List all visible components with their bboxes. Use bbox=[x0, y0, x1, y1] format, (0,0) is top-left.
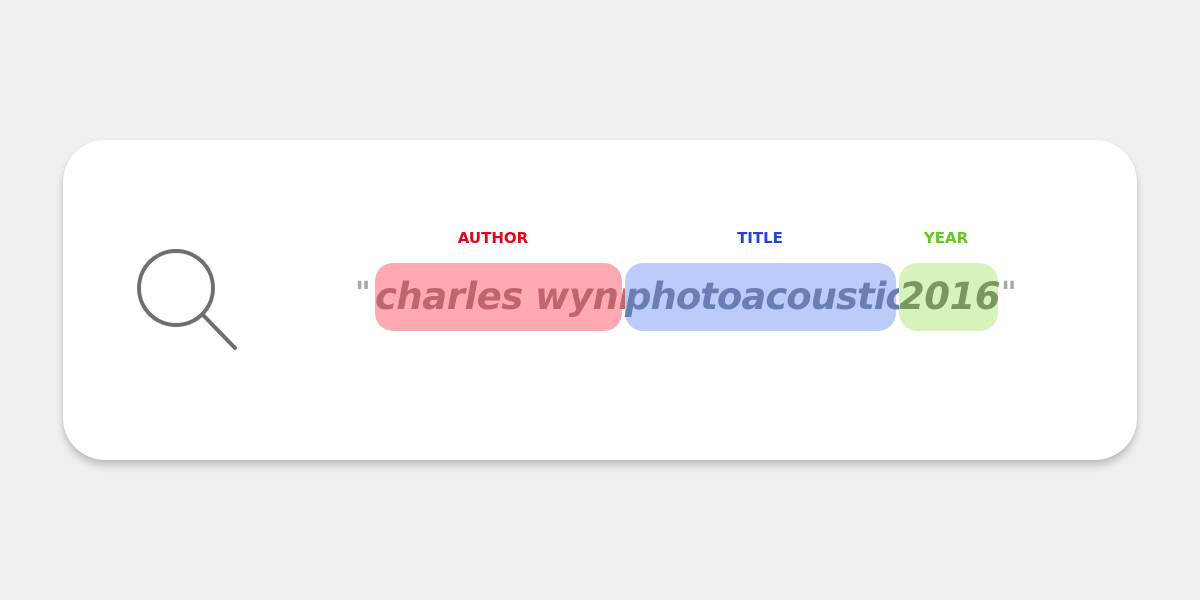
search-icon[interactable] bbox=[134, 248, 240, 352]
title-chip[interactable]: photoacoustic bbox=[625, 263, 907, 331]
year-chip[interactable]: 2016 bbox=[899, 263, 1000, 331]
year-field-label: YEAR bbox=[923, 229, 969, 247]
title-field-label: TITLE bbox=[737, 229, 783, 247]
author-value: charles wynn bbox=[375, 275, 645, 318]
open-quote: " bbox=[355, 276, 371, 311]
author-field-label: AUTHOR bbox=[457, 229, 529, 247]
year-value: 2016 bbox=[899, 275, 1000, 318]
search-query[interactable]: " charles wynn photoacoustic 2016 " bbox=[355, 262, 1025, 332]
author-chip[interactable]: charles wynn bbox=[375, 263, 645, 331]
title-value: photoacoustic bbox=[625, 275, 907, 318]
close-quote: " bbox=[1001, 276, 1017, 311]
